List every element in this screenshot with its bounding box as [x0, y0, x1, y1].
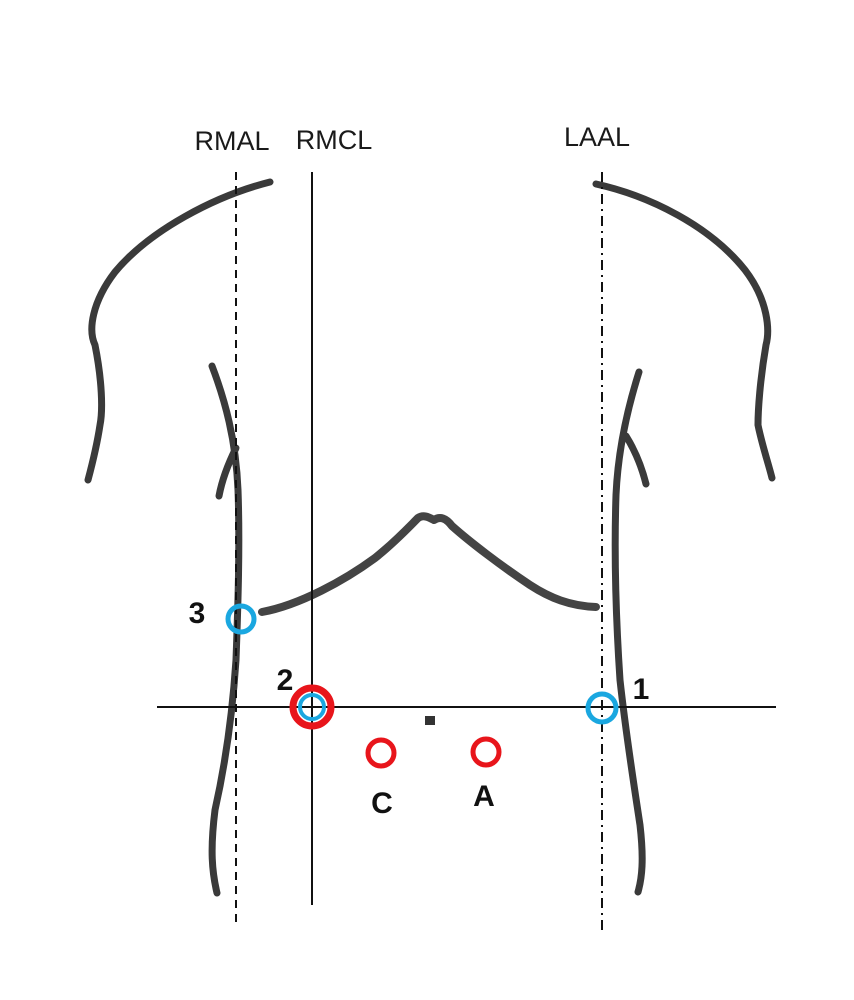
- umbilicus-mark: [425, 716, 435, 725]
- rmal-label: RMAL: [194, 126, 269, 156]
- right-axilla-outline: [215, 444, 240, 500]
- left-axilla-outline: [622, 432, 650, 488]
- left-shoulder-outline: [592, 180, 776, 482]
- port-3-label: 3: [189, 597, 206, 630]
- right-shoulder-outline: [84, 178, 274, 484]
- laal-label: LAAL: [564, 122, 630, 152]
- reference-lines: [157, 172, 776, 935]
- port-2-inner-marker: [298, 693, 326, 721]
- port-c-marker: [365, 737, 397, 769]
- port-1-label: 1: [633, 673, 650, 706]
- costal-margin: [258, 512, 600, 616]
- torso-outline: [84, 178, 776, 897]
- port-3-marker: [225, 603, 257, 635]
- port-a-marker: [470, 736, 502, 768]
- port-1-marker: [585, 691, 619, 725]
- left-flank-outline: [611, 368, 646, 896]
- port-c-label: C: [371, 787, 393, 820]
- rmcl-label: RMCL: [296, 125, 373, 155]
- port-a-label: A: [473, 780, 495, 813]
- port-2-outer-marker: [289, 684, 335, 730]
- port-2-label: 2: [277, 664, 294, 697]
- port-markers: [225, 603, 619, 769]
